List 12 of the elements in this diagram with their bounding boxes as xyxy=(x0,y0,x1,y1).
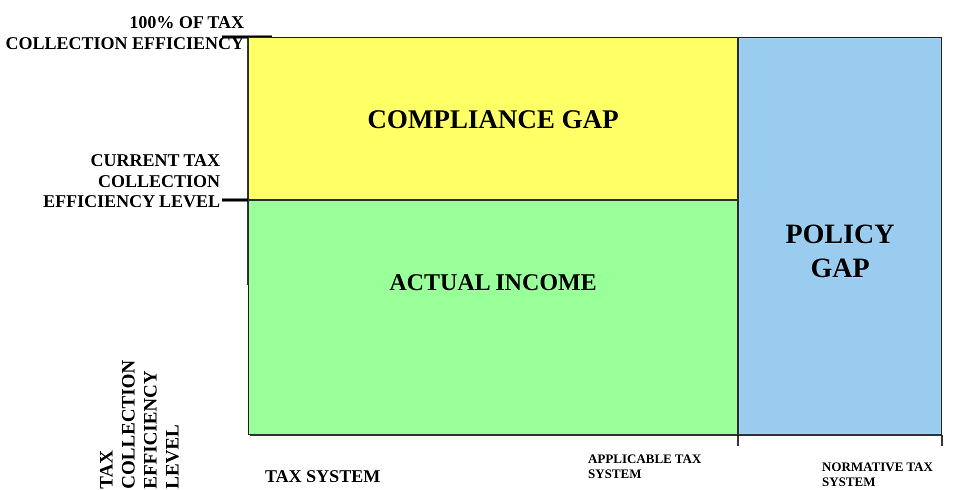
axis-label: CURRENT TAX COLLECTION EFFICIENCY LEVEL xyxy=(42,150,220,212)
axis-label: APPLICABLE TAX SYSTEM xyxy=(588,452,702,482)
axis-label: TAX COLLECTION EFFICIENCY LEVEL xyxy=(96,358,184,489)
area-label: ACTUAL INCOME xyxy=(389,269,597,298)
axis-label: 100% OF TAX COLLECTION EFFICIENCY xyxy=(4,12,244,54)
area-label: COMPLIANCE GAP xyxy=(367,103,619,136)
gap-area xyxy=(248,37,738,200)
axis-label: NORMATIVE TAX SYSTEM xyxy=(822,460,934,490)
area-label: POLICY GAP xyxy=(784,218,896,286)
income-area xyxy=(248,200,738,435)
gap-area xyxy=(738,37,942,435)
axis-label: TAX SYSTEM xyxy=(265,466,382,487)
